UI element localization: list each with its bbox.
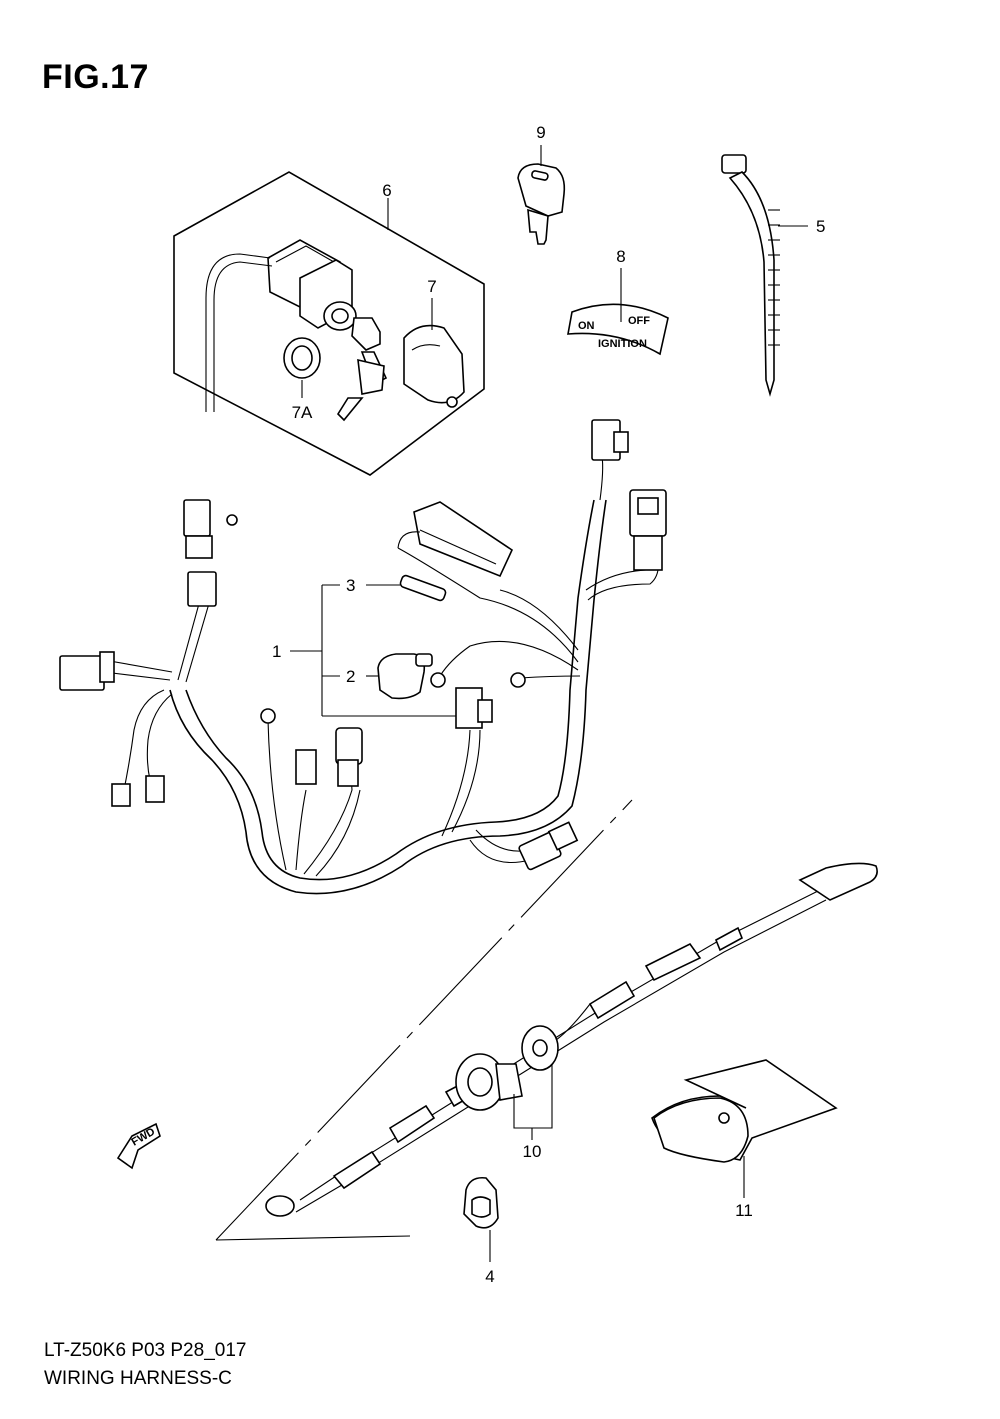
sensor-clamp <box>463 1176 499 1262</box>
callout-10: 10 <box>523 1142 542 1161</box>
diagram-subtitle: WIRING HARNESS-C <box>44 1368 232 1389</box>
callout-1: 1 <box>272 642 281 661</box>
decal-off-text: OFF <box>628 315 650 327</box>
assembly-separator <box>215 799 633 1241</box>
callout-11: 11 <box>735 1201 753 1220</box>
fuse-holder <box>397 501 514 578</box>
callout-1-bracket <box>290 584 456 717</box>
ignition-nut <box>283 337 321 398</box>
cable-tie <box>721 154 808 397</box>
callout-4: 4 <box>485 1267 494 1286</box>
decal-on-text: ON <box>578 320 595 332</box>
temperature-sensor-assembly <box>265 862 878 1217</box>
forward-direction-arrow: FWD <box>116 1122 161 1170</box>
callout-2: 2 <box>346 667 355 686</box>
fuse <box>366 574 447 602</box>
callout-3: 3 <box>346 576 355 595</box>
figure-title: FIG.17 <box>42 58 149 96</box>
callout-9: 9 <box>536 123 545 142</box>
ignition-switch <box>205 239 357 412</box>
spare-key <box>517 145 566 245</box>
harness-connectors <box>59 419 667 871</box>
ignition-keys <box>336 317 388 422</box>
callout-7: 7 <box>427 277 436 296</box>
decal-ignition-text: IGNITION <box>598 338 647 350</box>
adhesive-pad <box>651 1059 838 1198</box>
callout-6: 6 <box>382 181 391 200</box>
ignition-switch-kit-box <box>173 171 485 476</box>
ignition-cap <box>403 298 465 408</box>
callout-5: 5 <box>816 217 825 236</box>
model-code: LT-Z50K6 P03 P28_017 <box>44 1340 247 1361</box>
main-wiring-harness <box>103 455 659 895</box>
ignition-decal: ON OFF IGNITION <box>567 268 669 356</box>
fuse-cap <box>366 653 433 700</box>
callout-7a: 7A <box>292 403 313 422</box>
callout-8: 8 <box>616 247 625 266</box>
